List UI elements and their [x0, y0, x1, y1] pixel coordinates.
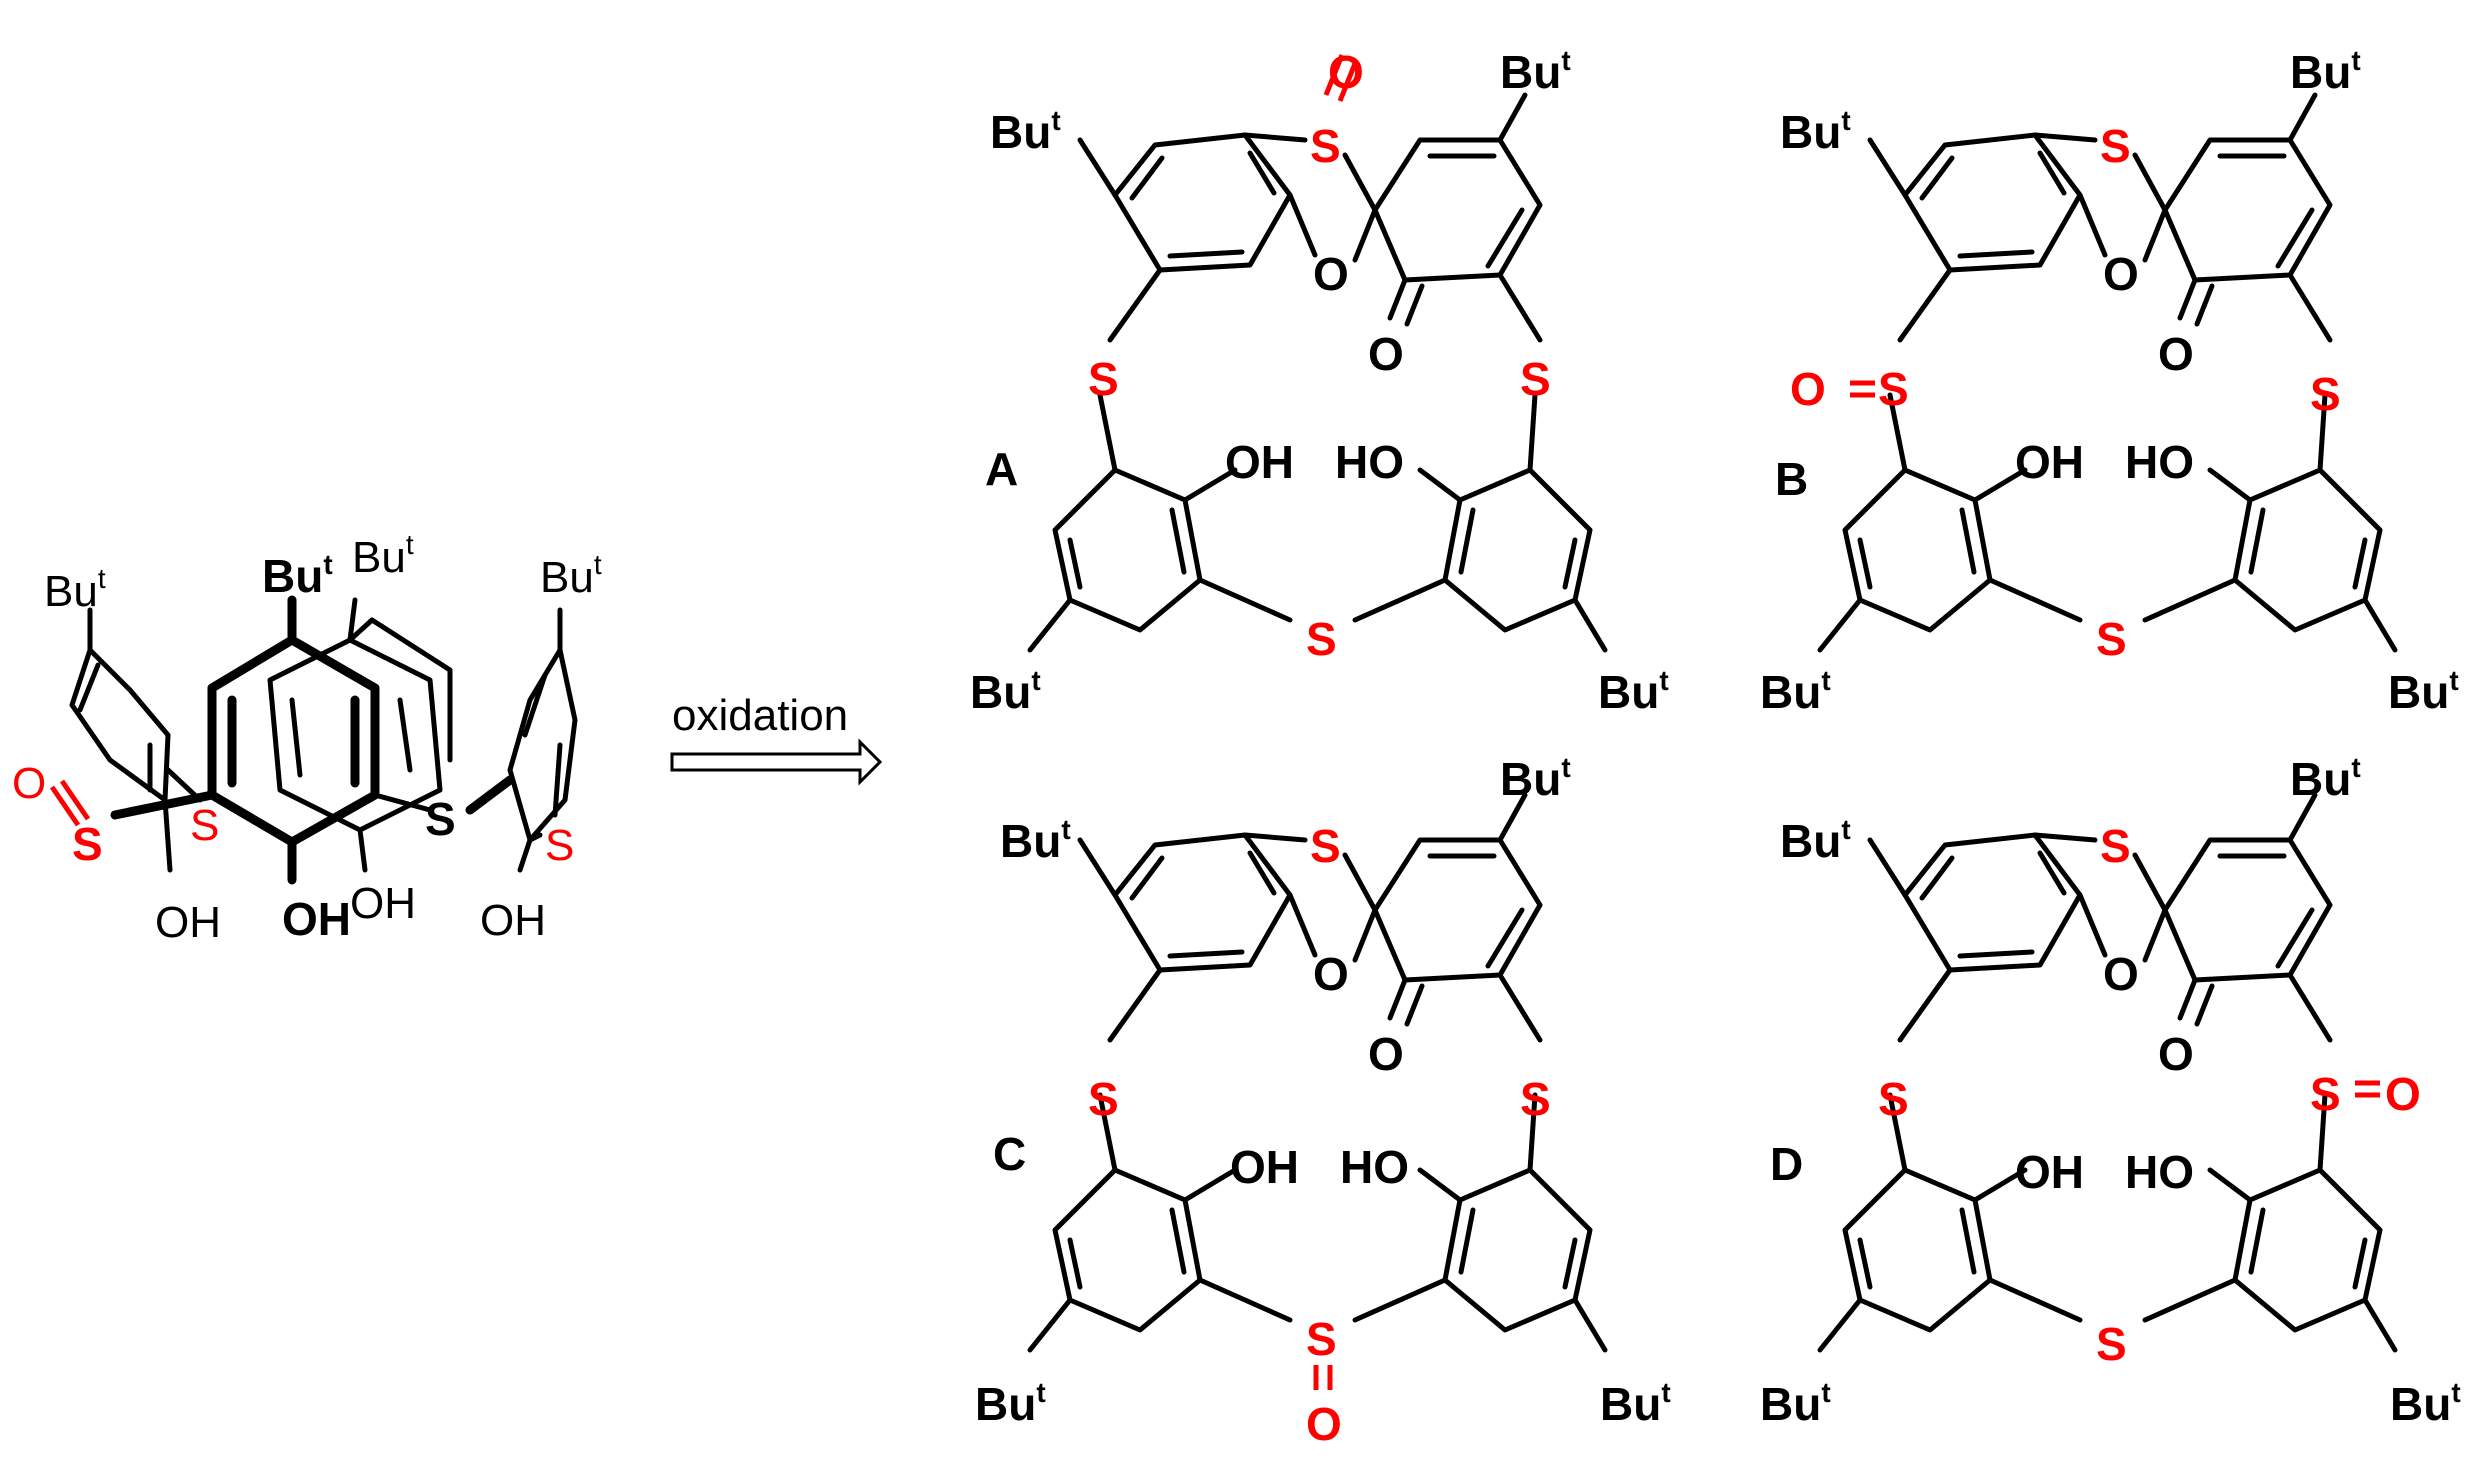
- B-bridge-s-left: S: [1878, 363, 1909, 415]
- D-bridge-s-right: S: [2310, 1068, 2341, 1120]
- product-C: [1030, 795, 1605, 1390]
- A-sulfoxide-o: O: [1328, 46, 1364, 98]
- product-B-labels: But But But But S O O O S S S OH HO B: [1760, 45, 2459, 718]
- B-ho: HO: [2125, 436, 2194, 488]
- A-compound-label: A: [985, 443, 1018, 495]
- product-A: [1030, 54, 1605, 650]
- B-bridge-s-bottom: S: [2096, 613, 2127, 665]
- B-but-3: But: [1760, 665, 1831, 718]
- C-ketone-o: O: [1368, 1028, 1404, 1080]
- C-spiro-s: S: [1310, 820, 1341, 872]
- D-bridge-s-bottom: S: [2096, 1318, 2127, 1370]
- starting-material-thiacalixarene: But But But But O S S S S OH OH OH OH: [12, 529, 602, 947]
- A-bridge-s-bottom: S: [1306, 613, 1337, 665]
- sm-sulfoxide-o: O: [12, 759, 46, 808]
- D-but-4: But: [2390, 1377, 2461, 1430]
- C-ring-o: O: [1313, 948, 1349, 1000]
- sm-oh-1: OH: [155, 898, 221, 947]
- B-compound-label: B: [1775, 453, 1808, 505]
- arrow-label: oxidation: [672, 691, 848, 740]
- C-compound-label: C: [993, 1128, 1026, 1180]
- A-ketone-o: O: [1368, 328, 1404, 380]
- C-bridge-s-right: S: [1520, 1073, 1551, 1125]
- D-ring-o: O: [2103, 948, 2139, 1000]
- product-A-labels: But But But But S O O O S S S OH HO A: [970, 45, 1669, 718]
- sm-oh-2: OH: [282, 893, 351, 945]
- B-but-4: But: [2388, 665, 2459, 718]
- A-bridge-s-right: S: [1520, 353, 1551, 405]
- sm-sulfoxide-s: S: [72, 818, 103, 870]
- sm-bridge-s-3: S: [545, 821, 574, 870]
- sm-bridge-s-1: S: [190, 801, 219, 850]
- D-ketone-o: O: [2158, 1028, 2194, 1080]
- product-D: [1820, 795, 2395, 1350]
- B-oh: OH: [2015, 436, 2084, 488]
- reaction-arrow: oxidation: [670, 691, 883, 786]
- A-bridge-s-left: S: [1088, 353, 1119, 405]
- C-but-2: But: [1500, 752, 1571, 805]
- A-ring-o: O: [1313, 248, 1349, 300]
- B-spiro-s: S: [2100, 120, 2131, 172]
- sm-but-label-1: But: [44, 563, 106, 616]
- sm-but-label-4: But: [540, 549, 602, 602]
- C-but-1: But: [1000, 814, 1071, 867]
- sm-oh-3: OH: [350, 879, 416, 928]
- D-compound-label: D: [1770, 1138, 1803, 1190]
- D-ho: HO: [2125, 1146, 2194, 1198]
- B-but-2: But: [2290, 45, 2361, 98]
- B-bridge-s-right: S: [2310, 368, 2341, 420]
- sm-oh-4: OH: [480, 896, 546, 945]
- B-ketone-o: O: [2158, 328, 2194, 380]
- C-bridge-s-left: S: [1088, 1073, 1119, 1125]
- A-ho: HO: [1335, 436, 1404, 488]
- A-but-1: But: [990, 105, 1061, 158]
- D-but-3: But: [1760, 1377, 1831, 1430]
- product-C-labels: But But But But S O O S S S O OH HO C: [975, 752, 1671, 1450]
- B-but-1: But: [1780, 105, 1851, 158]
- C-bridge-s-bottom: S: [1306, 1313, 1337, 1365]
- C-oh: OH: [1230, 1141, 1299, 1193]
- A-but-4: But: [1598, 665, 1669, 718]
- D-oh: OH: [2015, 1146, 2084, 1198]
- B-sulfoxide-o: O: [1790, 363, 1826, 415]
- product-D-labels: But But But But S O O S S O S OH HO D: [1760, 752, 2461, 1430]
- C-ho: HO: [1340, 1141, 1409, 1193]
- C-but-3: But: [975, 1377, 1046, 1430]
- D-but-1: But: [1780, 814, 1851, 867]
- A-but-3: But: [970, 665, 1041, 718]
- D-sulfoxide-o: O: [2385, 1068, 2421, 1120]
- A-but-2: But: [1500, 45, 1571, 98]
- B-ring-o: O: [2103, 248, 2139, 300]
- A-spiro-s: S: [1310, 120, 1341, 172]
- sm-bridge-s-2: S: [425, 793, 456, 845]
- A-oh: OH: [1225, 436, 1294, 488]
- D-bridge-s-left: S: [1878, 1073, 1909, 1125]
- sm-but-label-3: But: [352, 529, 414, 582]
- D-but-2: But: [2290, 752, 2361, 805]
- product-B: [1820, 95, 2395, 650]
- D-spiro-s: S: [2100, 820, 2131, 872]
- C-sulfoxide-o: O: [1306, 1398, 1342, 1450]
- sm-but-label-2: But: [262, 549, 333, 602]
- C-but-4: But: [1600, 1377, 1671, 1430]
